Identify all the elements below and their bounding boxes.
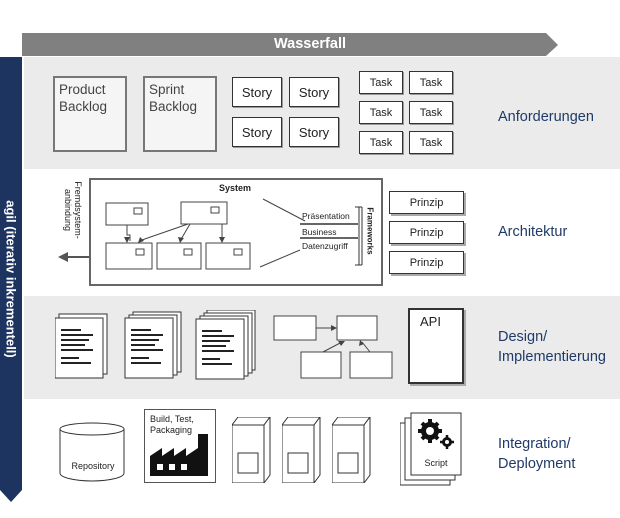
external-system-label: Fremdsystem-anbindung [63,181,83,239]
task-card: Task [409,131,453,154]
repository-label: Repository [71,461,115,471]
agile-sidebar-arrow [0,57,22,502]
design-band [24,296,620,399]
waterfall-arrow [22,33,558,56]
system-components [105,198,363,270]
architecture-label: Architektur [498,224,568,240]
story-card: Story [289,117,339,147]
document-stack-icon [55,310,256,380]
principle-card: Prinzip [389,221,464,244]
layer-business: Business [302,227,337,237]
layer-presentation: Präsentation [302,211,350,221]
integration-label: Integration/Deployment [498,436,576,472]
server-icon [232,417,271,483]
factory-icon [150,434,208,476]
frameworks-label: Frameworks [365,207,375,255]
system-title: System [218,183,252,193]
story-card: Story [289,77,339,107]
story-card: Story [232,77,282,107]
api-label: API [420,314,441,329]
external-arrow [58,252,91,262]
task-card: Task [409,101,453,124]
task-card: Task [359,131,403,154]
agile-label: agil (iterativ inkrementell) [3,200,19,358]
task-card: Task [359,101,403,124]
principle-card: Prinzip [389,191,464,214]
script-label: Script [424,458,448,468]
repository-icon [59,422,125,482]
script-icon [400,412,462,486]
task-card: Task [409,71,453,94]
build-label: Build, Test,Packaging [150,414,194,435]
design-diagram [273,315,393,379]
story-card: Story [232,117,282,147]
task-card: Task [359,71,403,94]
requirements-label: Anforderungen [498,109,594,125]
design-label: Design/Implementierung [498,329,606,365]
api-box [408,308,464,384]
server-icon [282,417,321,483]
server-icon [332,417,371,483]
layer-data-access: Datenzugriff [302,241,348,251]
waterfall-title: Wasserfall [274,36,346,52]
principle-card: Prinzip [389,251,464,274]
